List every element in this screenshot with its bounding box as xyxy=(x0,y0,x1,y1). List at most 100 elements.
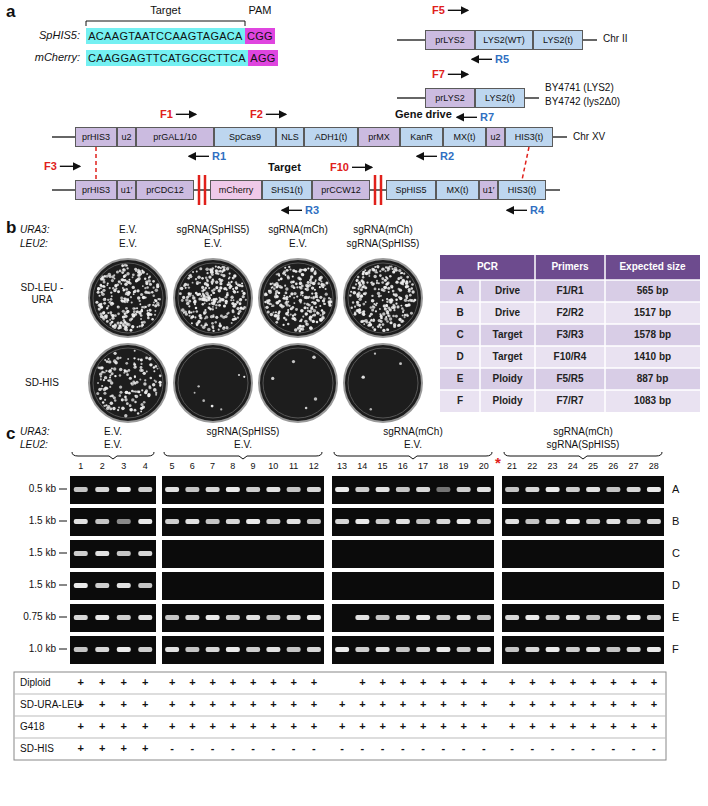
node-text: SpCas9 xyxy=(229,133,261,142)
lane-number: 5 xyxy=(170,461,175,471)
dna-band xyxy=(355,647,369,652)
lane-number: 11 xyxy=(289,461,298,471)
size-label: 1.5 kb xyxy=(29,515,56,527)
cut-site-bar xyxy=(380,175,383,205)
result-mark: + xyxy=(590,698,596,711)
node-text: CAAGGAGTTCATGCGCTTCA xyxy=(88,53,246,64)
lane-number: 1 xyxy=(78,461,83,471)
primer-arrow xyxy=(507,210,527,211)
plasmid-label: E.V. xyxy=(234,439,252,451)
dna-band xyxy=(606,647,620,652)
result-mark: + xyxy=(509,698,515,711)
table-rule xyxy=(440,367,700,369)
dna-band xyxy=(396,519,410,524)
lane-number: 2 xyxy=(100,461,105,471)
gel-image xyxy=(502,476,664,504)
dna-band xyxy=(206,487,220,492)
dna-band xyxy=(266,615,280,620)
table-cell: Ploidy xyxy=(492,373,522,385)
result-mark: + xyxy=(610,720,616,733)
gel-image xyxy=(162,476,324,504)
dna-band xyxy=(355,487,369,492)
table-cell: F5/R5 xyxy=(556,373,583,385)
node-text: prLYS2 xyxy=(435,36,464,45)
petri-dish-rim xyxy=(93,263,163,333)
homology-connector xyxy=(522,147,529,180)
group-brace xyxy=(164,452,322,459)
result-mark: + xyxy=(142,698,148,711)
promoter-segment: prHIS3 xyxy=(75,127,117,147)
node-text: ACAAGTAATCCAAGTAGACA xyxy=(88,31,243,42)
result-mark: + xyxy=(99,742,105,755)
table-header: PCR xyxy=(477,261,498,273)
gene-segment: NLS xyxy=(276,127,304,147)
primer-arrow xyxy=(472,59,492,60)
result-mark: + xyxy=(610,676,616,689)
result-mark: + xyxy=(189,720,195,733)
dna-band xyxy=(566,519,580,524)
colonies xyxy=(96,350,161,418)
result-mark: - xyxy=(462,742,466,755)
result-mark: + xyxy=(121,742,127,755)
dna-band xyxy=(226,647,240,652)
gene-segment: MX(t) xyxy=(436,180,479,200)
primer-arrow xyxy=(448,10,468,11)
result-mark: + xyxy=(379,698,385,711)
dna-band xyxy=(287,519,301,524)
colonies xyxy=(264,266,332,332)
result-mark: - xyxy=(551,742,555,755)
petri-dish-rim xyxy=(348,263,418,333)
dna-band xyxy=(266,647,280,652)
dna-band xyxy=(457,647,471,652)
result-mark: + xyxy=(420,676,426,689)
result-mark: + xyxy=(230,720,236,733)
table-cell: F3/R3 xyxy=(556,329,583,341)
petri-dish xyxy=(89,259,167,337)
result-mark: + xyxy=(400,720,406,733)
dna-band xyxy=(647,615,661,620)
result-mark: + xyxy=(379,720,385,733)
row-letter: E xyxy=(672,611,679,624)
dna-band xyxy=(525,615,539,620)
lane-number: 8 xyxy=(230,461,235,471)
node-text: prHIS3 xyxy=(82,133,110,142)
petri-dish-rim xyxy=(178,348,248,418)
gene-segment: SpHIS5 xyxy=(386,180,436,200)
result-mark: - xyxy=(272,742,276,755)
table-cell: 565 bp xyxy=(637,285,669,297)
result-mark: - xyxy=(231,742,235,755)
dna-band xyxy=(74,647,88,652)
dna-band xyxy=(246,615,260,620)
node-text: LYS2(t) xyxy=(543,36,573,45)
lane-number: 18 xyxy=(438,461,448,471)
result-mark: + xyxy=(529,676,535,689)
lane-number: 7 xyxy=(210,461,215,471)
dna-band xyxy=(307,615,321,620)
plasmid-label: E.V. xyxy=(104,426,122,438)
cut-site-bar xyxy=(204,175,207,205)
result-mark: + xyxy=(509,676,515,689)
dna-band xyxy=(74,615,88,620)
primer-arrow xyxy=(189,156,209,157)
table-row-fill xyxy=(440,346,700,368)
dna-band xyxy=(287,487,301,492)
petri-dish xyxy=(174,344,252,422)
result-mark: + xyxy=(78,698,84,711)
result-mark: + xyxy=(549,698,555,711)
primer-arrow xyxy=(282,210,302,211)
dna-band xyxy=(95,615,109,620)
dna-band xyxy=(525,487,539,492)
group-brace xyxy=(334,452,492,459)
gel-image xyxy=(162,636,324,664)
size-tick xyxy=(59,553,67,554)
plasmid-label: E.V. xyxy=(204,238,222,250)
dna-band xyxy=(335,487,349,492)
dna-band xyxy=(546,519,560,524)
gel-image xyxy=(502,604,664,632)
result-mark: - xyxy=(292,742,296,755)
sequence-box: ACAAGTAATCCAAGTAGACA xyxy=(86,28,245,44)
plasmid-label: E.V. xyxy=(119,224,137,236)
result-mark: + xyxy=(400,676,406,689)
dna-band xyxy=(586,615,600,620)
